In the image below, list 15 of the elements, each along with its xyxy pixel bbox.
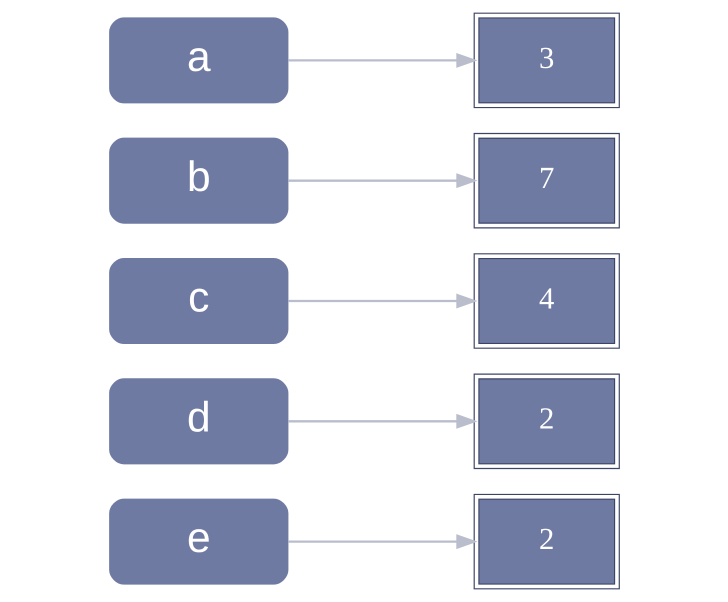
node-box: 3 [473, 12, 620, 108]
node-box: 4 [473, 253, 620, 349]
arrow [288, 414, 478, 429]
node-box: b [108, 138, 288, 224]
arrow [288, 534, 478, 550]
arrow [288, 52, 478, 68]
node-box: e [108, 498, 288, 585]
node-box: a [108, 17, 288, 104]
node-box: d [108, 378, 288, 464]
node-box: 7 [473, 132, 620, 228]
node-box: c [108, 258, 288, 344]
node-box: 2 [473, 494, 620, 590]
node-box: 2 [473, 374, 620, 470]
arrow [288, 173, 478, 188]
arrow [288, 294, 478, 308]
